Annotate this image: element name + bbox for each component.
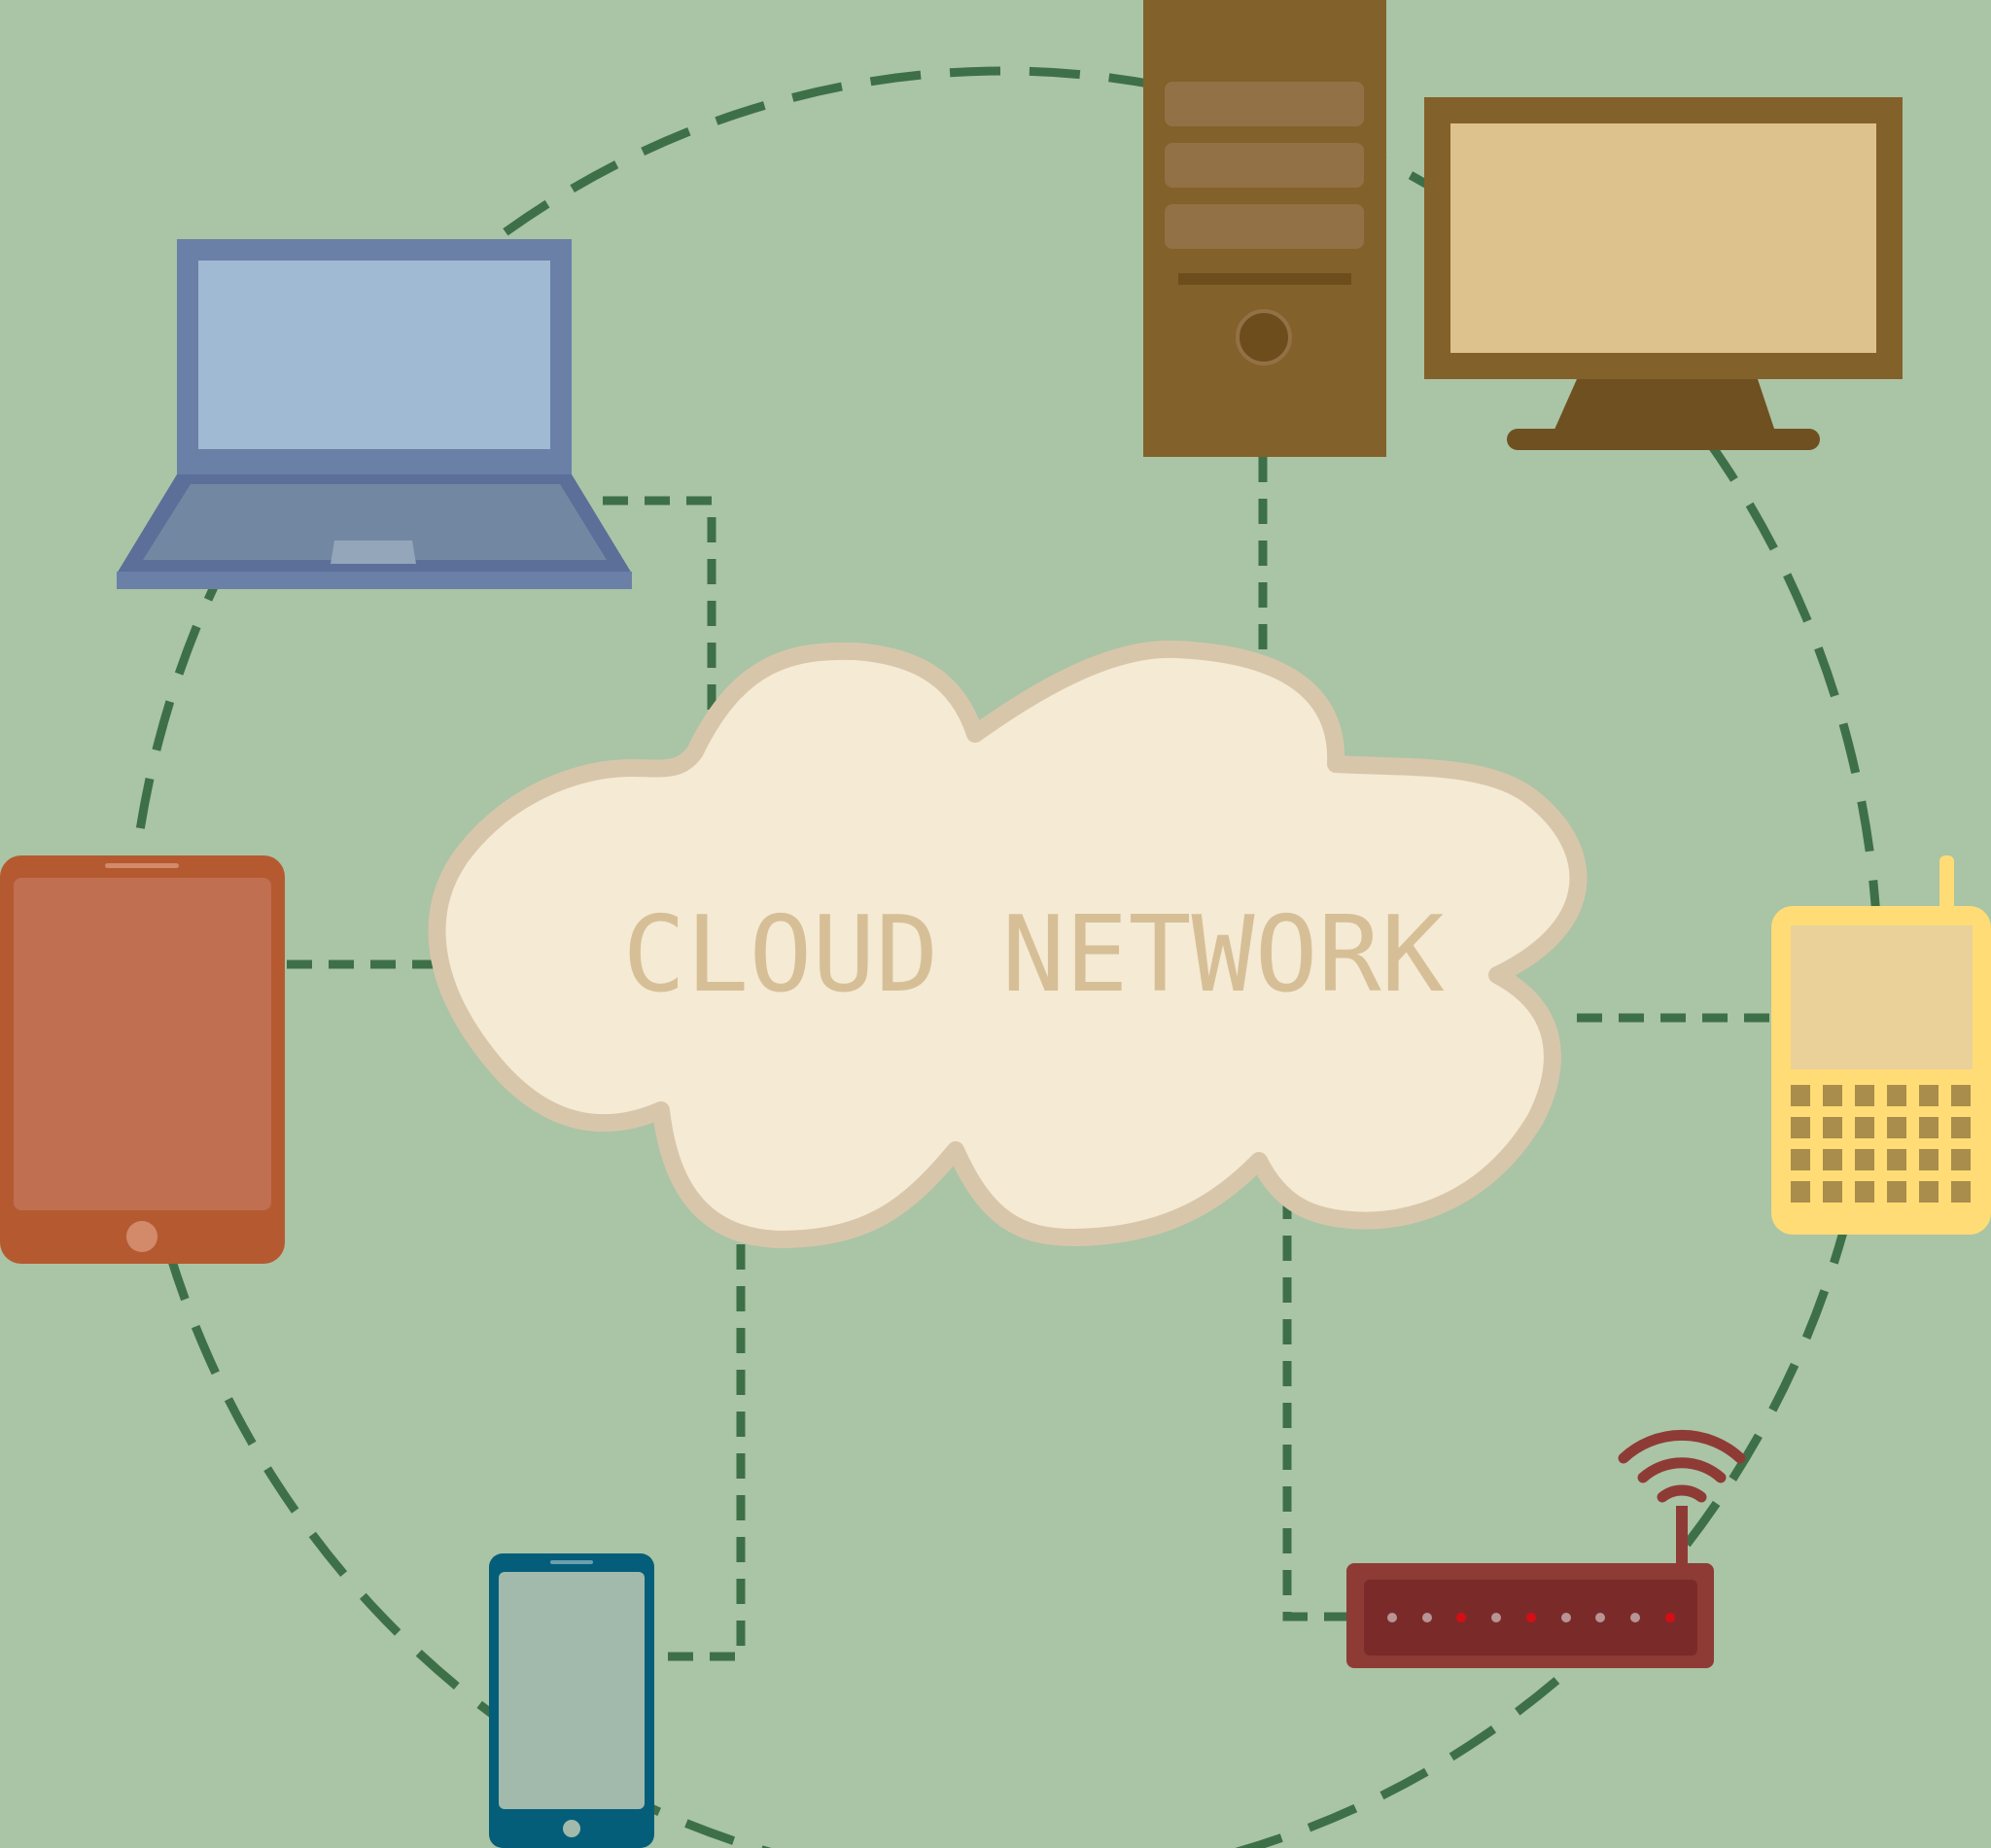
monitor-foot: [1507, 429, 1820, 450]
cell-phone-screen: [1791, 925, 1973, 1069]
tower-bay-1: [1165, 82, 1364, 126]
router-connector: [1282, 1194, 1349, 1621]
power-button-icon: [1236, 309, 1292, 366]
laptop-connector: [603, 496, 716, 739]
laptop-trackpad: [331, 540, 416, 564]
smartphone-screen: [499, 1572, 645, 1809]
cloud: CLOUD NETWORK: [428, 640, 1588, 1248]
tower-bay-2: [1165, 143, 1364, 188]
cloud-shape: [428, 640, 1588, 1248]
tablet-home-button-icon: [126, 1221, 157, 1252]
connectors: [287, 457, 1771, 1661]
wifi-signal-icon: [1618, 1429, 1746, 1503]
cell-phone-keypad: [1791, 1085, 1971, 1203]
tablet-icon: [0, 855, 285, 1264]
smartphone-home-button-icon: [563, 1820, 580, 1837]
smartphone-connector: [653, 1244, 746, 1661]
monitor-screen: [1450, 123, 1876, 353]
router-leds: [1387, 1613, 1675, 1622]
laptop-keyboard: [143, 484, 607, 560]
tower-slot: [1178, 273, 1351, 285]
laptop-screen: [198, 261, 550, 449]
laptop-icon: [117, 239, 632, 589]
tablet-screen: [14, 878, 271, 1210]
smartphone-speaker: [550, 1560, 593, 1564]
monitor-stand: [1554, 379, 1775, 432]
router-antenna: [1676, 1506, 1688, 1566]
tower-bay-3: [1165, 204, 1364, 249]
laptop-front-edge: [117, 572, 632, 589]
tablet-speaker: [105, 863, 179, 868]
smartphone-icon: [489, 1553, 654, 1848]
cell-phone-antenna: [1939, 855, 1954, 914]
desktop-tower-icon: [1143, 0, 1386, 457]
monitor-icon: [1424, 97, 1903, 450]
cell-phone-icon: [1771, 855, 1991, 1235]
cloud-label: CLOUD NETWORK: [622, 894, 1444, 1016]
wifi-router-icon: [1346, 1429, 1746, 1668]
